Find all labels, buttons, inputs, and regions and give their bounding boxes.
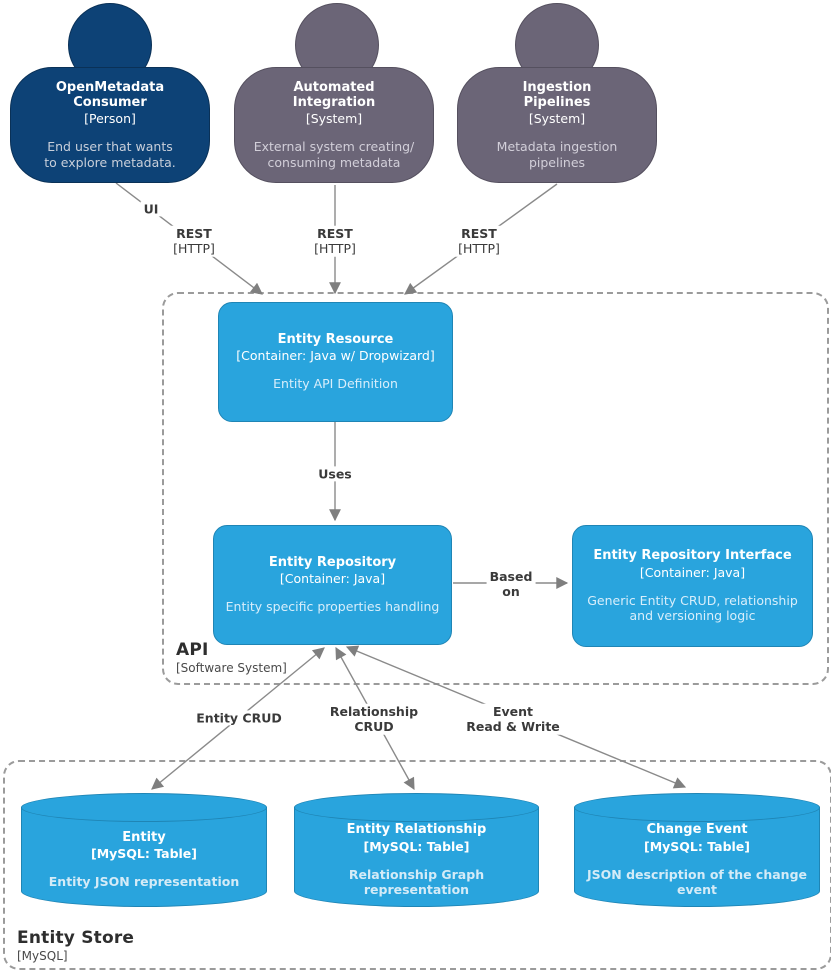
db-change-event: Change Event [MySQL: Table] JSON descrip… [574,793,820,907]
node-openmetadata-consumer: OpenMetadata Consumer [Person] End user … [10,67,210,183]
node-title: OpenMetadata Consumer [55,79,165,110]
cylinder-top [294,793,539,822]
node-description: Relationship Graph representation [348,866,485,898]
cylinder-top [21,793,267,822]
node-title: Entity Repository Interface [593,548,792,564]
node-description: External system creating/ consuming meta… [253,139,415,170]
edge-label-relationship-crud: Relationship CRUD [326,703,422,735]
edge-label-rest-1: REST [HTTP] [170,225,218,257]
edge-label-entity-crud: Entity CRUD [193,710,285,726]
node-meta: [System] [305,111,363,127]
node-meta: [System] [528,111,586,127]
cylinder-top [574,793,820,822]
node-description: JSON description of the change event [586,866,807,898]
node-title: Automated Integration [292,79,376,110]
node-description: Entity specific properties handling [225,599,440,615]
node-ingestion-pipelines: Ingestion Pipelines [System] Metadata in… [457,67,657,183]
node-title: Ingestion Pipelines [522,79,592,110]
edge-label-event-read-write: Event Read & Write [463,703,563,735]
group-entity-store-meta: [MySQL] [17,949,68,963]
edge-label-rest-2: REST [HTTP] [311,225,359,257]
db-entity-relationship: Entity Relationship [MySQL: Table] Relat… [294,793,539,907]
node-meta: [MySQL: Table] [363,838,470,854]
node-meta: [Person] [84,111,136,127]
node-meta: [MySQL: Table] [90,846,198,862]
node-automated-integration: Automated Integration [System] External … [234,67,434,183]
node-description: Metadata ingestion pipelines [496,139,618,170]
node-title: Change Event [646,822,748,838]
node-description: Generic Entity CRUD, relationship and ve… [587,592,798,624]
edge-label-based-on: Based on [486,568,536,600]
node-title: Entity Resource [277,332,394,348]
node-meta: [Container: Java] [639,564,746,580]
cylinder-body [21,807,267,907]
edge-label-ui: UI [140,201,162,217]
node-title: Entity [122,830,166,846]
cylinder-body [574,807,820,907]
node-title: Entity Relationship [346,822,487,838]
cylinder-body [294,807,539,907]
node-title: Entity Repository [268,555,397,571]
node-meta: [MySQL: Table] [643,838,751,854]
node-entity-resource: Entity Resource [Container: Java w/ Drop… [218,302,453,422]
node-description: Entity API Definition [273,376,398,392]
node-meta: [Container: Java] [279,571,386,587]
db-entity: Entity [MySQL: Table] Entity JSON repres… [21,793,267,907]
edge-label-rest-3: REST [HTTP] [455,225,503,257]
node-meta: [Container: Java w/ Dropwizard] [236,348,435,364]
node-description: End user that wants to explore metadata. [44,139,176,170]
node-entity-repository: Entity Repository [Container: Java] Enti… [213,525,452,645]
edge-label-uses: Uses [315,466,355,482]
group-entity-store-title: Entity Store [17,928,135,948]
node-entity-repository-interface: Entity Repository Interface [Container: … [572,525,813,647]
group-entity-store-label: Entity Store [MySQL] [17,928,134,963]
node-description: Entity JSON representation [48,874,240,890]
